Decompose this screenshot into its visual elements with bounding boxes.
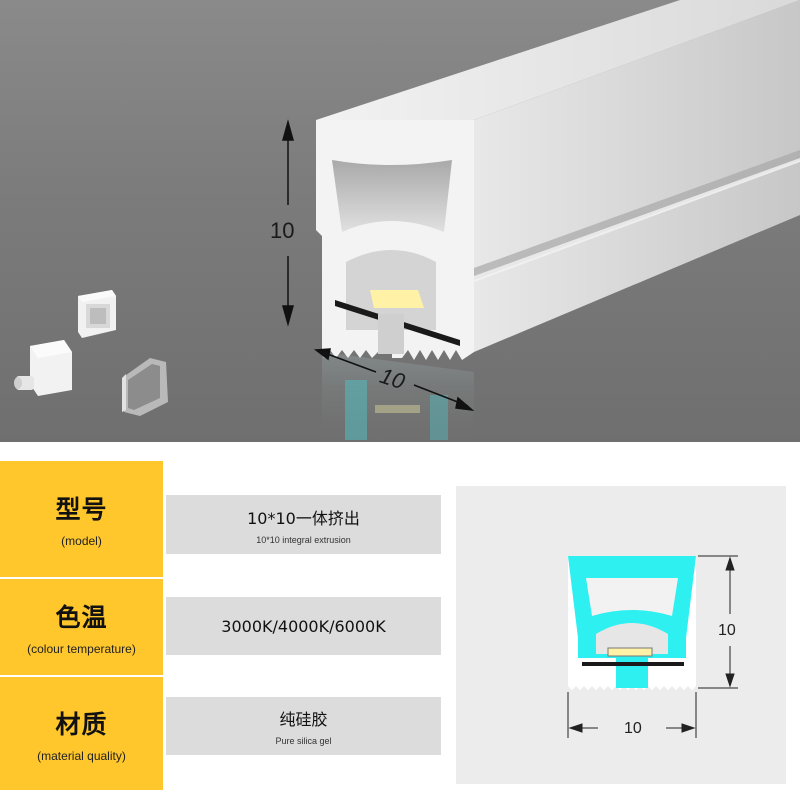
spec-value-material: 纯硅胶 Pure silica gel [166, 697, 441, 755]
height-dimension-arrow [282, 119, 294, 327]
spec-key-model: 型号 (model) [0, 461, 163, 577]
spec-value-sub: Pure silica gel [275, 736, 332, 746]
diagram-width-arrow [567, 692, 697, 738]
spec-value-model: 10*10一体挤出 10*10 integral extrusion [166, 495, 441, 554]
width-dimension-arrow [313, 348, 475, 412]
product-render: 10 10 [0, 0, 800, 442]
cross-section-diagram: 10 10 [456, 486, 786, 784]
spec-row-material: 材质 (material quality) 纯硅胶 Pure silica ge… [0, 677, 441, 790]
spec-key-zh: 型号 [55, 495, 108, 524]
diagram-width-label: 10 [624, 720, 642, 737]
strip-side-face [474, 0, 800, 352]
neon-strip-illustration [14, 0, 800, 442]
spec-value-main: 10*10一体挤出 [247, 508, 360, 528]
diagram-height-label: 10 [718, 622, 736, 639]
strip-cross-section [316, 120, 474, 360]
spec-key-en: (model) [61, 534, 102, 548]
strip-top-face [316, 0, 800, 120]
hero-height-label: 10 [270, 218, 295, 243]
spec-key-colour-temperature: 色温 (colour temperature) [0, 579, 163, 675]
spec-key-en: (colour temperature) [27, 642, 136, 656]
end-cap-icon [78, 290, 116, 338]
floor-reflection [322, 352, 474, 442]
spec-row-model: 型号 (model) 10*10一体挤出 10*10 integral extr… [0, 461, 441, 577]
spec-value-colour-temperature: 3000K/4000K/6000K [166, 597, 441, 655]
spec-value-main: 3000K/4000K/6000K [221, 616, 386, 636]
mounting-clip-icon [122, 358, 168, 416]
spec-value-main: 纯硅胶 [279, 710, 328, 729]
spec-key-zh: 色温 [55, 603, 108, 632]
diagram-height-arrow [698, 555, 738, 689]
spec-key-en: (material quality) [37, 748, 126, 763]
spec-row-colour-temperature: 色温 (colour temperature) 3000K/4000K/6000… [0, 579, 441, 675]
end-cap-with-connector-icon [14, 340, 72, 396]
spec-key-material: 材质 (material quality) [0, 677, 163, 790]
spec-value-sub: 10*10 integral extrusion [256, 534, 351, 545]
spec-key-zh: 材质 [55, 709, 108, 739]
profile-body [568, 556, 696, 690]
